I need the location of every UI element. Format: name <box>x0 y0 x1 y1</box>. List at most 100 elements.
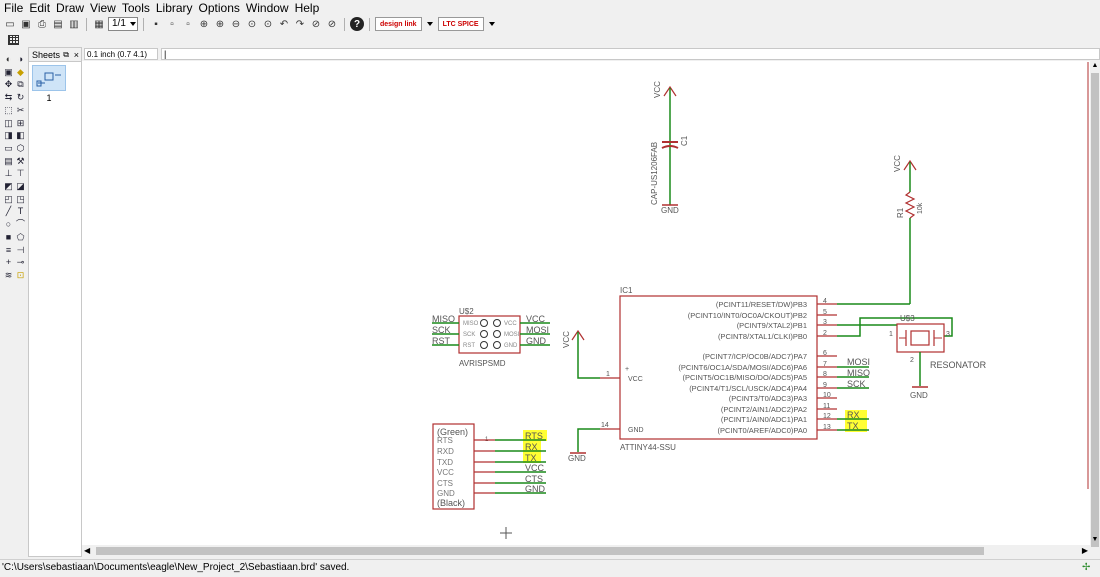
bus-icon[interactable]: ■ <box>5 231 12 242</box>
menu-tools[interactable]: Tools <box>121 1 150 15</box>
resonator-u3[interactable]: U$3 1 3 2 RESONATOR GND <box>889 314 987 400</box>
polygon-icon[interactable]: ⌒ <box>15 219 25 230</box>
vertical-scrollbar[interactable]: ▲ ▼ <box>1090 61 1100 547</box>
scroll-down-icon[interactable]: ▼ <box>1091 536 1099 543</box>
value-icon[interactable]: ⚒ <box>16 155 25 166</box>
attribute-icon[interactable]: + <box>5 257 12 268</box>
pin-icon[interactable]: ⧉ <box>63 50 69 59</box>
redo-icon[interactable]: ↷ <box>295 18 305 30</box>
info-icon[interactable]: ◐ <box>5 54 12 64</box>
delete-icon[interactable]: ⊞ <box>16 117 25 128</box>
use-icon[interactable]: ▪ <box>154 18 158 30</box>
stop-icon[interactable]: ⊘ <box>311 18 321 30</box>
zoom-select-icon[interactable]: ⊙ <box>263 18 273 30</box>
menu-draw[interactable]: Draw <box>56 1 85 15</box>
cap-gnd-label: GND <box>661 206 679 215</box>
name-icon[interactable]: ▤ <box>4 155 13 166</box>
invoke-icon[interactable]: ◪ <box>16 181 25 191</box>
ic-gnd-net[interactable]: GND <box>568 428 600 463</box>
display-icon[interactable]: ▣ <box>4 66 13 77</box>
sheet-select[interactable]: 1/1 <box>108 17 138 31</box>
zoom-fit-icon[interactable]: ⊕ <box>199 18 209 30</box>
design-link-button[interactable]: design link <box>375 17 422 31</box>
menu-help[interactable]: Help <box>294 1 320 15</box>
go-icon[interactable]: ⊘ <box>327 18 337 30</box>
schematic-canvas[interactable]: VCC CAP-US1206FAB C1 GND VCC R1 10k <box>82 61 1090 545</box>
erc-icon[interactable]: ≋ <box>4 269 13 280</box>
add-icon[interactable]: ◨ <box>4 130 13 141</box>
close-icon[interactable]: × <box>73 50 79 60</box>
circle-icon[interactable]: ╱ <box>5 206 12 217</box>
menu-window[interactable]: Window <box>245 1 289 15</box>
ic-pin-label: (PCINT7/ICP/OC0B/ADC7)PA7 <box>703 352 807 361</box>
ic-pin-label: (PCINT1/AIN0/ADC1)PA1 <box>721 415 807 424</box>
arc-icon[interactable]: T <box>17 206 24 217</box>
ftdi-pin-label: VCC <box>437 468 454 477</box>
ltspice-button[interactable]: LTC SPICE <box>437 17 484 31</box>
menu-edit[interactable]: Edit <box>29 1 51 15</box>
sheets-panel-title: Sheets <box>32 50 61 60</box>
dimension-icon[interactable]: ⊸ <box>16 257 25 268</box>
avrisp-left-pin-label: MISO <box>463 321 479 327</box>
capacitor-c1[interactable]: VCC CAP-US1206FAB C1 GND <box>650 81 689 215</box>
junction-icon[interactable]: ≡ <box>5 244 12 255</box>
design-link-label: design link <box>380 20 417 28</box>
change-icon[interactable]: ✂ <box>16 104 25 115</box>
copy-icon[interactable]: ⧉ <box>17 79 24 90</box>
smash-icon[interactable]: ⊥ <box>4 168 13 179</box>
script-icon[interactable]: ▫ <box>170 18 174 30</box>
rect-icon[interactable]: ○ <box>5 219 12 230</box>
cam-icon[interactable]: ▤ <box>53 18 63 30</box>
horizontal-scrollbar[interactable]: ◀ ▶ <box>82 545 1090 557</box>
save-icon[interactable]: ▣ <box>21 18 31 30</box>
ic-vcc-net[interactable]: VCC <box>562 329 600 379</box>
chevron-down-icon[interactable] <box>426 22 433 26</box>
undo-icon[interactable]: ↶ <box>279 18 289 30</box>
run-status-icon[interactable]: ✢ <box>1082 562 1091 573</box>
menu-options[interactable]: Options <box>198 1 240 15</box>
open-icon[interactable]: ▭ <box>5 18 15 30</box>
print-icon[interactable]: ⎙ <box>38 18 46 30</box>
scroll-left-icon[interactable]: ◀ <box>84 546 91 555</box>
rotate-icon[interactable]: ↻ <box>16 92 25 103</box>
move-icon[interactable]: ✥ <box>4 79 13 90</box>
miter-icon[interactable]: ⊤ <box>16 168 25 179</box>
mirror-icon[interactable]: ⇆ <box>4 92 13 103</box>
sheet-icon[interactable]: ▦ <box>94 18 104 30</box>
vertical-scroll-thumb[interactable] <box>1091 73 1099 547</box>
run-icon[interactable]: ▫ <box>186 18 190 30</box>
resistor-r1[interactable]: VCC R1 10k <box>893 155 924 304</box>
zoom-out-icon[interactable]: ⊖ <box>231 18 241 30</box>
zoom-redraw-icon[interactable]: ⊙ <box>247 18 257 30</box>
help-icon[interactable]: ? <box>350 17 364 31</box>
menu-file[interactable]: File <box>4 1 24 15</box>
menu-view[interactable]: View <box>90 1 116 15</box>
command-input[interactable]: | <box>161 48 1100 60</box>
ic-vcc-pin-label: VCC <box>628 376 643 383</box>
horizontal-scroll-thumb[interactable] <box>96 547 984 555</box>
sheet-thumbnail[interactable] <box>32 65 66 91</box>
scroll-up-icon[interactable]: ▲ <box>1091 62 1099 69</box>
chevron-down-icon[interactable] <box>488 22 495 26</box>
replace-icon[interactable]: ▭ <box>4 142 13 153</box>
label-icon[interactable]: ⊣ <box>16 244 25 255</box>
split-icon[interactable]: ◩ <box>4 181 13 191</box>
scroll-right-icon[interactable]: ▶ <box>1081 546 1088 555</box>
grid-icon[interactable] <box>8 35 19 45</box>
line-icon[interactable]: ◰ <box>4 193 13 204</box>
board-icon[interactable]: ▥ <box>69 18 79 30</box>
gateswap-icon[interactable]: ⬡ <box>16 142 25 153</box>
layers-icon[interactable]: ◑ <box>17 54 24 64</box>
zoom-in-icon[interactable]: ⊕ <box>215 18 225 30</box>
ftdi-header[interactable]: (Green) (Black) 1 RTSRTSRXDRXTXDTXVCCVCC… <box>432 423 547 510</box>
group-icon[interactable]: ⬚ <box>4 104 13 115</box>
pinswap-icon[interactable]: ◧ <box>16 130 25 141</box>
net-icon[interactable]: ⬠ <box>16 231 25 242</box>
menu-library[interactable]: Library <box>155 1 193 15</box>
mark-icon[interactable]: ◆ <box>17 66 24 77</box>
errors-icon[interactable]: ⊡ <box>16 269 25 280</box>
text-icon[interactable]: ◳ <box>16 193 25 204</box>
paste-icon[interactable]: ◫ <box>4 117 13 128</box>
